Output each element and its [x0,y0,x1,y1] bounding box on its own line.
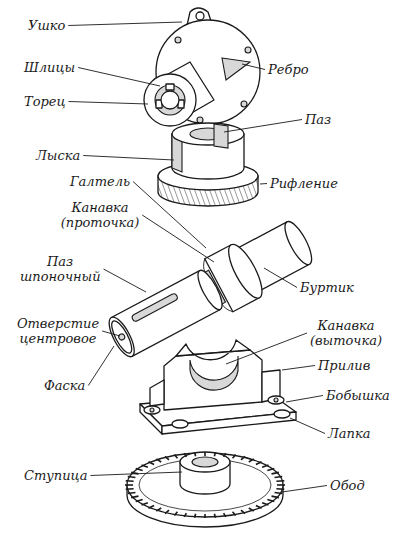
part-label: Бобышка [326,388,390,403]
knurled-nut [158,123,258,206]
part-label: Лыска [36,148,80,163]
gear-tooth [195,514,196,518]
gear-tooth [148,462,154,465]
gear-tooth [272,472,279,474]
gear-tooth [174,512,177,516]
gear-tooth [204,452,206,456]
gear-tooth [267,469,274,471]
leader-line [260,183,267,185]
gear-tooth [249,508,254,511]
leader-line [102,331,120,336]
leader-line [226,333,307,364]
part-label: Канавка (проточка) [58,200,142,230]
leader-line [133,182,206,249]
leader-line [88,346,114,386]
part-label: Обод [330,478,365,493]
gear [127,452,283,527]
gear-tooth [142,465,148,467]
leader-line [282,486,327,493]
leader-line [90,472,182,476]
part-label: Торец [24,94,66,109]
gear-tooth [262,465,268,467]
leader-line [142,215,214,262]
part-label: Фаска [44,378,85,393]
gear-tooth [195,452,196,456]
gear-tooth [277,484,285,486]
part-label: Паз шпоночный [20,254,100,284]
gear-tooth [156,459,161,462]
gear-tooth [136,500,143,502]
gear-tooth [233,512,236,516]
gear-tooth [184,513,186,517]
part-label: Шлицы [24,60,75,75]
part-label: Ушко [28,18,65,33]
gear-tooth [156,508,161,511]
bearing-housing [140,340,296,434]
leader-line [224,120,302,133]
gear-tooth [276,488,284,490]
gear-tooth [128,476,136,477]
gear-tooth [262,503,268,505]
gear-tooth [204,514,206,518]
gear-tooth [267,500,274,502]
gear-tooth [214,514,215,518]
part-label: Ребро [268,62,309,77]
part-label: Галтель [70,174,130,189]
spline-flange [144,8,260,126]
gear-tooth [224,513,226,517]
gear-tooth [142,503,148,505]
gear-tooth [165,510,169,513]
leader-line [83,156,174,161]
leader-line [242,64,265,70]
gear-tooth [184,453,186,457]
leader-line [282,366,315,371]
gear-tooth [256,506,262,509]
leader-line [78,68,160,87]
gear-tooth [249,459,254,462]
gear-tooth [148,506,154,509]
gear-tooth [165,456,169,459]
gear-tooth [128,493,136,494]
gear-tooth [241,510,245,513]
gear-tooth [276,480,284,482]
part-label: Буртик [300,280,354,295]
leader-line [104,269,146,292]
gear-tooth [125,484,133,486]
part-label: Канавка (выточка) [304,318,388,348]
gear-tooth [214,452,215,456]
leader-line [286,396,323,403]
part-label: Прилив [318,358,370,373]
gear-tooth [233,455,236,459]
gear-tooth [136,469,143,471]
gear-tooth [126,480,134,482]
gear-tooth [126,488,134,490]
gear-tooth [241,456,245,459]
gear-teeth [125,452,285,518]
part-label: Паз [305,112,331,127]
leader-line [290,418,325,434]
leader-line [68,22,182,26]
gear-tooth [272,496,279,498]
part-label: Рифление [270,176,338,191]
gear-tooth [275,476,283,477]
part-label: Лапка [328,426,371,441]
gear-tooth [131,496,138,498]
gear-tooth [275,493,283,494]
shaft [101,213,320,367]
leader-line [69,102,148,105]
leader-line [264,268,297,288]
part-label: Отверстие центровое [16,316,100,346]
part-label: Ступица [24,468,87,483]
gear-tooth [224,453,226,457]
gear-tooth [174,455,177,459]
gear-tooth [256,462,262,465]
